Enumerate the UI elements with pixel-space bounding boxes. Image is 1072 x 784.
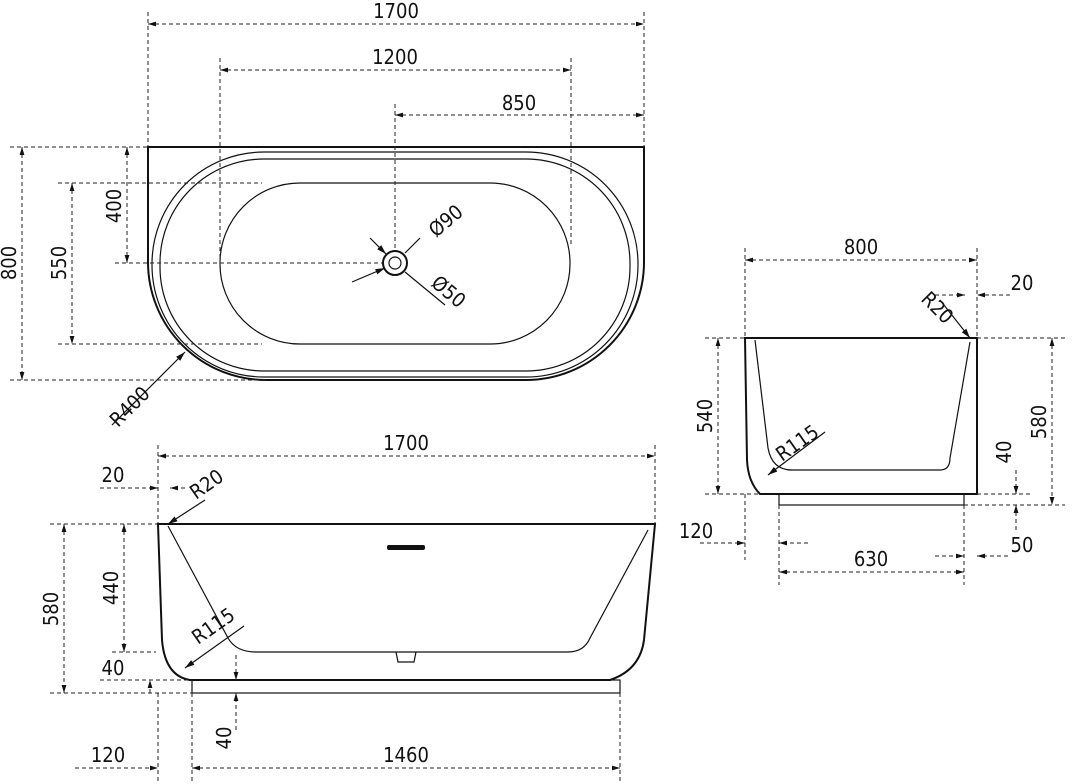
side-edge-radius-label: R20 bbox=[916, 287, 958, 329]
side-edge-label: 20 bbox=[1011, 271, 1034, 295]
front-edge-radius-label: R20 bbox=[185, 464, 228, 504]
drain-outer-ring bbox=[382, 250, 408, 276]
front-total-length-label: 1700 bbox=[383, 431, 429, 455]
front-view: 1700 20 R20 580 440 R115 40 40 bbox=[39, 431, 657, 784]
drain-inner-diameter-label: Ø50 bbox=[427, 270, 471, 312]
top-total-length-label: 1700 bbox=[373, 0, 419, 23]
side-total-width-label: 800 bbox=[844, 235, 878, 259]
top-drain-depth-label: 400 bbox=[102, 189, 126, 223]
side-inner-depth-label: 540 bbox=[693, 399, 717, 433]
front-edge-label: 20 bbox=[102, 463, 125, 487]
side-plinth-height-label: 40 bbox=[992, 441, 1016, 464]
front-inner-depth-label: 440 bbox=[99, 571, 123, 605]
top-drain-offset-label: 850 bbox=[502, 91, 536, 115]
front-total-height-label: 580 bbox=[39, 592, 63, 626]
front-view-plinth bbox=[191, 679, 621, 694]
side-total-height-label: 580 bbox=[1027, 405, 1051, 439]
front-view-inner-basin bbox=[167, 525, 649, 653]
front-plinth-height-left-label: 40 bbox=[102, 656, 125, 680]
top-view-outer-body bbox=[147, 146, 645, 381]
side-view-plinth bbox=[778, 493, 965, 506]
drain-outer-diameter-label: Ø90 bbox=[424, 200, 468, 242]
drain-inner-ring bbox=[388, 256, 402, 270]
front-drain-bump bbox=[395, 651, 417, 663]
front-plinth-length-label: 1460 bbox=[383, 743, 429, 767]
top-view: 1700 1200 850 800 550 400 Ø90 Ø50 R400 bbox=[0, 0, 645, 432]
front-plinth-offset-label: 120 bbox=[91, 743, 125, 767]
side-view: 800 20 R20 540 R115 580 40 120 bbox=[679, 235, 1065, 585]
side-view-inner-basin bbox=[754, 339, 971, 471]
front-plinth-height-bottom-label: 40 bbox=[212, 727, 236, 750]
top-view-rim-outer bbox=[151, 151, 639, 378]
top-inner-width-label: 550 bbox=[47, 246, 71, 280]
top-total-width-label: 800 bbox=[0, 246, 21, 280]
overflow-slot bbox=[387, 545, 425, 550]
side-plinth-offset-label: 120 bbox=[679, 519, 713, 543]
side-plinth-side-label: 50 bbox=[1011, 533, 1034, 557]
top-radius-label: R400 bbox=[105, 381, 155, 431]
top-inner-length-label: 1200 bbox=[372, 45, 418, 69]
top-view-rim-inner bbox=[159, 158, 631, 372]
side-inner-radius-label: R115 bbox=[771, 420, 823, 467]
side-plinth-width-label: 630 bbox=[854, 547, 888, 571]
